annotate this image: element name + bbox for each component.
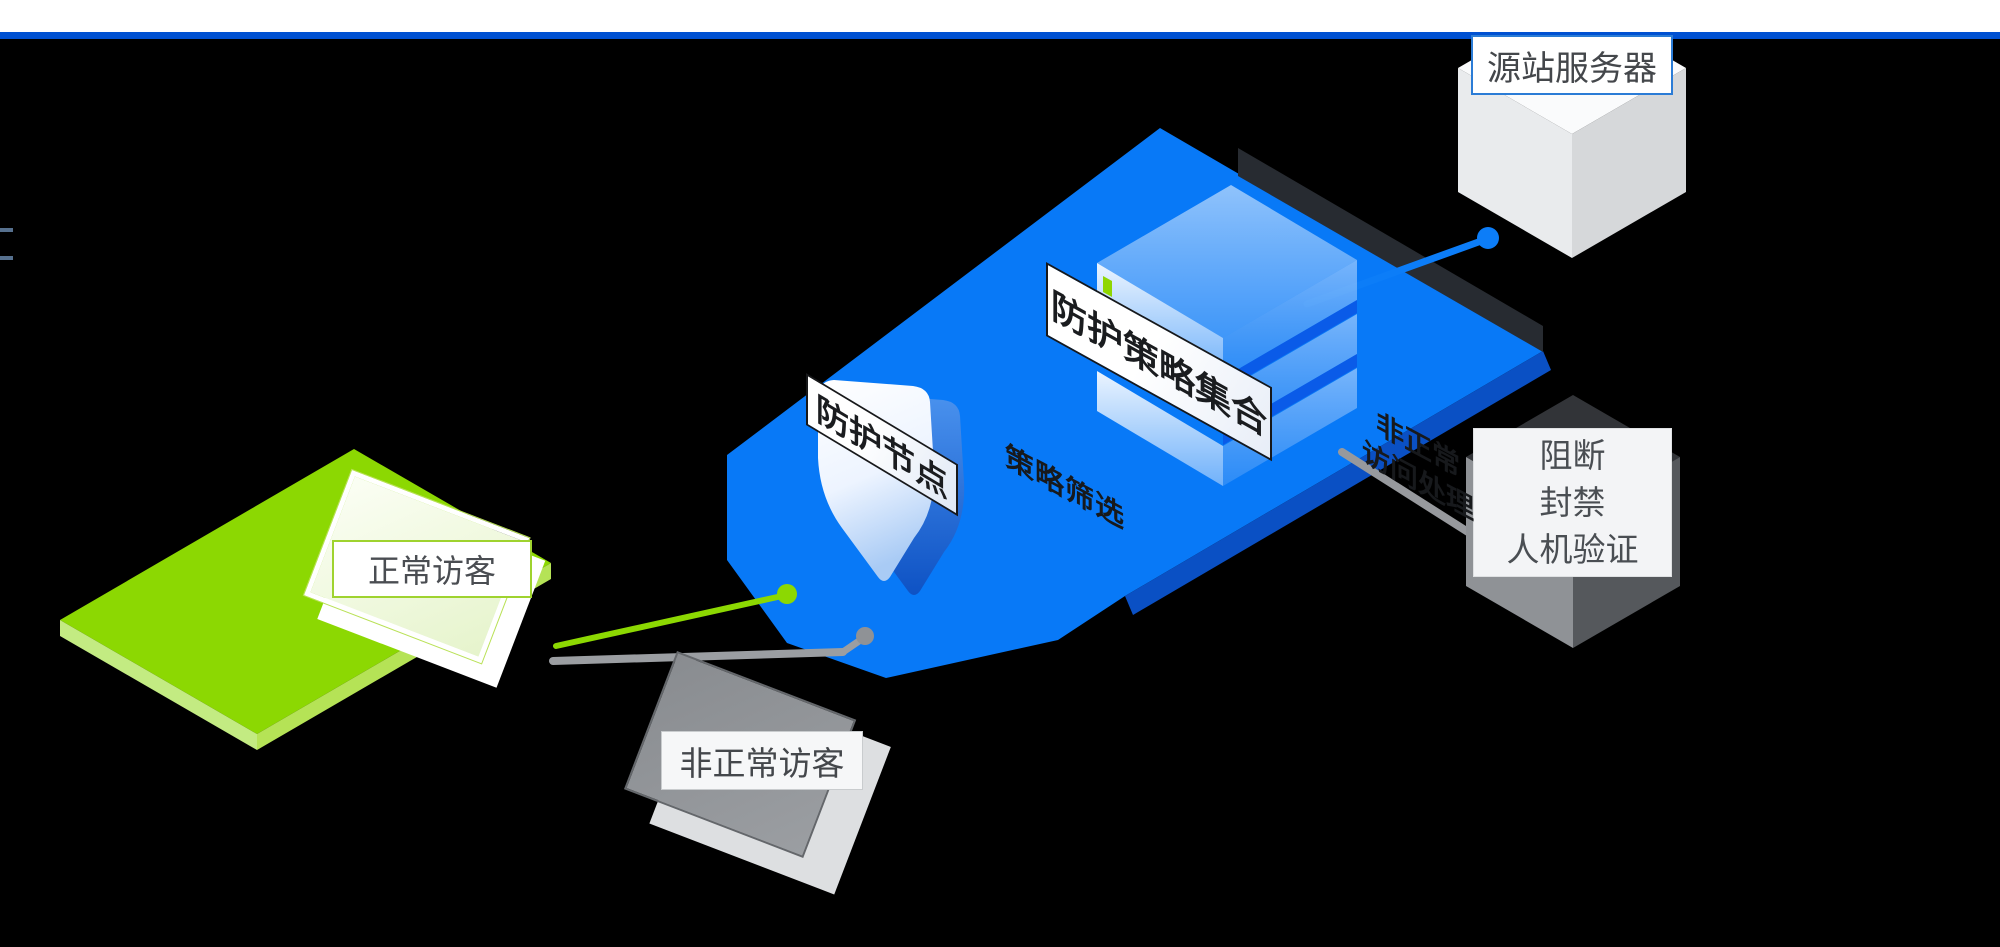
action-ban-text: 封禁 — [1539, 483, 1606, 522]
stack-shadow — [1238, 148, 1543, 352]
action-label: 阻断 封禁 人机验证 — [1473, 428, 1672, 577]
action-captcha-text: 人机验证 — [1506, 530, 1639, 569]
action-path-line — [1338, 448, 1472, 536]
origin-server-label: 源站服务器 — [1471, 35, 1673, 95]
top-white-strip — [0, 0, 2000, 32]
action-block-text: 阻断 — [1539, 436, 1606, 475]
origin-cube-right — [1572, 68, 1686, 258]
normal-visitor-label-text: 正常访客 — [367, 552, 496, 590]
stack-slab3-right — [1223, 368, 1357, 486]
stack-slab3-left — [1097, 371, 1223, 486]
stack-separator-1 — [1223, 300, 1357, 391]
normal-path-line — [553, 593, 785, 649]
green-plane-edge-left — [60, 620, 257, 750]
abnormal-path-dot — [856, 627, 874, 645]
stack-top-face — [1097, 185, 1357, 338]
abnormal-visitor-label-text: 非正常访客 — [679, 743, 845, 783]
normal-path-dot — [777, 584, 797, 604]
origin-server-label-text: 源站服务器 — [1487, 48, 1657, 89]
top-accent-line — [0, 32, 2000, 39]
origin-path-dot — [1477, 227, 1499, 249]
origin-cube-left — [1458, 68, 1572, 258]
left-edge-tick-1 — [0, 228, 13, 232]
normal-visitor-label: 正常访客 — [332, 540, 532, 598]
plane-edge — [1125, 351, 1551, 615]
stack-slab1-right — [1223, 260, 1357, 378]
abnormal-path-line — [549, 648, 847, 665]
left-edge-tick-2 — [0, 256, 13, 260]
stack-green-accent — [1103, 276, 1112, 297]
abnormal-visitor-label: 非正常访客 — [661, 731, 863, 790]
